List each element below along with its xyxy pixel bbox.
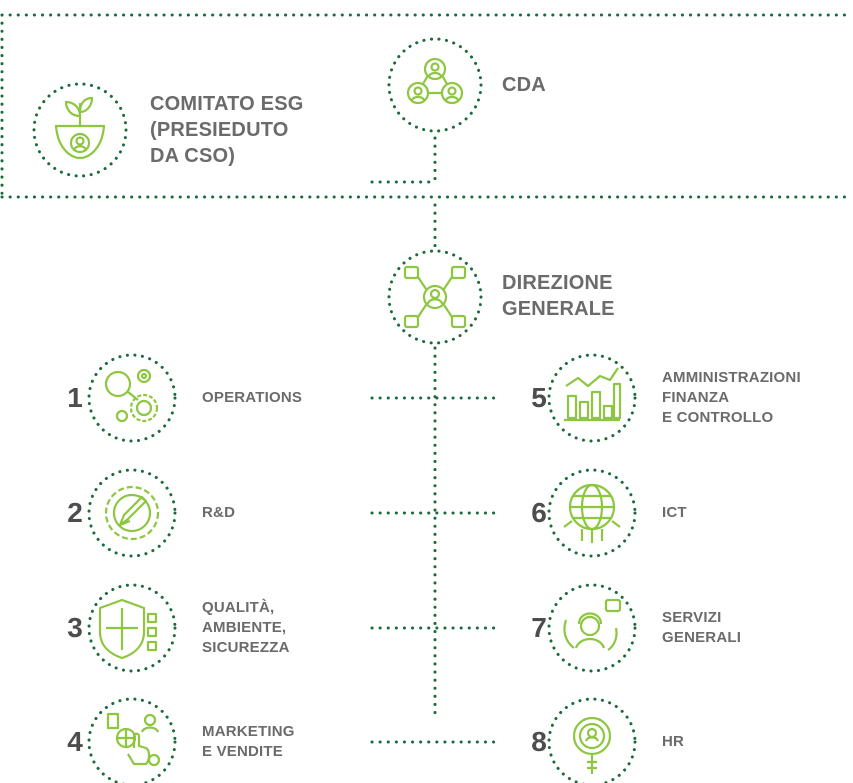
globe-circuit-icon <box>563 483 621 543</box>
dept-8-number: 8 <box>531 726 547 757</box>
dept-2-label: R&D <box>202 504 236 521</box>
dept-1-circle <box>87 353 177 443</box>
dept-1-label: OPERATIONS <box>202 389 303 406</box>
dept-3-label: QUALITÀ, AMBIENTE, SICUREZZA <box>202 599 290 656</box>
gears-icon <box>104 368 159 423</box>
cda-node <box>387 37 483 133</box>
esg-node <box>32 82 128 178</box>
shield-checklist-icon <box>98 598 158 660</box>
dept-8-circle <box>547 697 637 783</box>
plant-person-icon <box>54 96 106 160</box>
dept-6-label: ICT <box>662 504 687 521</box>
dept-2-number: 2 <box>67 497 83 528</box>
search-person-icon <box>572 716 612 774</box>
dept-3-number: 3 <box>67 612 83 643</box>
dept-5-number: 5 <box>531 382 547 413</box>
governance-box <box>0 13 853 199</box>
dept-7-label: SERVIZI GENERALI <box>662 609 742 646</box>
dept-6-number: 6 <box>531 497 547 528</box>
dept-8-label: HR <box>662 733 685 750</box>
dept-7-circle <box>547 583 637 673</box>
dept-7-number: 7 <box>531 612 547 643</box>
dept-5-circle <box>547 353 637 443</box>
support-agent-icon <box>563 598 622 651</box>
marketing-hand-icon <box>106 712 161 767</box>
dept-6-circle <box>547 468 637 558</box>
dept-4-label: MARKETING E VENDITE <box>202 723 295 760</box>
dept-4-circle <box>87 697 177 783</box>
dept-4-number: 4 <box>67 726 83 757</box>
dept-3-circle <box>87 583 177 673</box>
board-people-icon <box>406 57 464 105</box>
direzione-node <box>387 249 483 345</box>
dept-2-circle <box>87 468 177 558</box>
cda-label: CDA <box>502 74 546 96</box>
esg-label: COMITATO ESG (PRESIEDUTO DA CSO) <box>150 93 304 167</box>
network-person-icon <box>403 265 467 329</box>
dept-5-label: AMMINISTRAZIONI FINANZA E CONTROLLO <box>662 369 801 426</box>
direzione-label: DIREZIONE GENERALE <box>502 272 615 320</box>
dept-1-number: 1 <box>67 382 83 413</box>
connector-lines <box>370 136 502 744</box>
bar-chart-icon <box>564 367 622 422</box>
gear-pencil-icon <box>104 485 160 541</box>
